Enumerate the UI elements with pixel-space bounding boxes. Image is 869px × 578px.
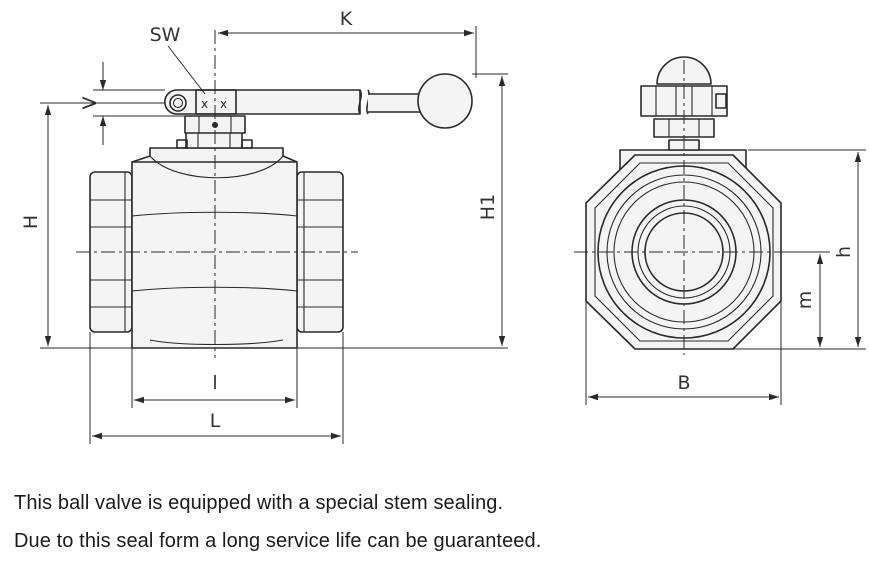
stem-block — [185, 131, 243, 149]
front-view: x x K SW V H H1 — [20, 8, 508, 444]
handle: x x — [164, 73, 473, 129]
dimension-label-sw: SW — [150, 24, 181, 46]
dimension-label-h-small: h — [833, 246, 855, 258]
dimension-label-l-small: l — [212, 372, 217, 394]
caption-line-1: This ball valve is equipped with a speci… — [14, 492, 504, 514]
svg-text:x: x — [201, 97, 208, 111]
dimension-label-h: H — [20, 215, 42, 229]
dimension-label-h1: H1 — [477, 194, 499, 220]
side-view: B h m — [574, 56, 866, 405]
handle-ball — [417, 73, 473, 129]
dimension-label-b: B — [677, 372, 690, 394]
svg-text:x: x — [220, 97, 227, 111]
dimension-label-m: m — [794, 291, 816, 310]
dimension-label-k: K — [340, 8, 353, 30]
ball-valve-drawing: x x K SW V H H1 — [20, 8, 866, 444]
dimension-label-l-large: L — [210, 410, 221, 432]
caption-line-2: Due to this seal form a long service lif… — [14, 530, 542, 552]
